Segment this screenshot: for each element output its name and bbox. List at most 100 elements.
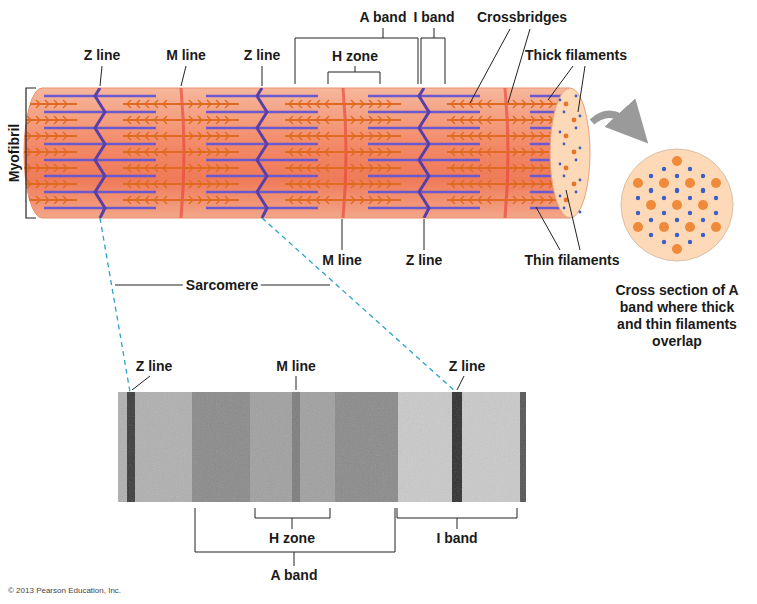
- thin-dot: [579, 179, 582, 182]
- thin-dot: [559, 99, 562, 102]
- thick-dot: [572, 182, 577, 187]
- thin-dot: [701, 189, 705, 193]
- crossbridge: [451, 180, 553, 188]
- crossbridge: [451, 196, 553, 204]
- myofibril-body: [24, 88, 570, 218]
- thick-dot: [711, 222, 721, 232]
- crossbridge: [127, 196, 229, 204]
- cross-section-dots: [633, 156, 721, 254]
- thin-dot: [563, 175, 566, 178]
- z-line-label: Z line: [84, 47, 121, 64]
- thin-dot: [675, 189, 679, 193]
- thin-filament: [368, 159, 480, 161]
- copyright-note: © 2013 Pearson Education, Inc.: [8, 586, 121, 596]
- thick-filament: [123, 135, 239, 137]
- crossbridge: [289, 180, 391, 188]
- a-band-label: A band: [360, 9, 407, 26]
- thick-dot: [672, 200, 682, 210]
- crossbridge: [289, 196, 391, 204]
- thin-filament: [368, 143, 480, 145]
- thick-filament: [123, 151, 239, 153]
- thin-dot: [559, 131, 562, 134]
- thin-dot: [675, 218, 679, 222]
- thin-filament: [530, 95, 642, 97]
- thin-filament: [368, 95, 480, 97]
- thin-filament: [368, 207, 480, 209]
- thin-dot: [563, 207, 566, 210]
- thin-filament: [206, 127, 318, 129]
- thick-dot: [711, 178, 721, 188]
- h-zone-label: H zone: [269, 530, 315, 547]
- sarcomere-label: Sarcomere: [183, 277, 261, 294]
- thin-dot: [636, 211, 640, 215]
- leader-lines: [100, 28, 585, 250]
- crossbridge: [127, 148, 229, 156]
- thin-dot: [662, 196, 666, 200]
- thick-dot: [672, 244, 682, 254]
- z-line-label: Z line: [406, 252, 443, 269]
- crossbridge: [127, 164, 229, 172]
- crossbridge: [289, 100, 391, 108]
- thick-dot: [564, 102, 569, 107]
- thin-filament: [206, 143, 318, 145]
- h-zone-label: H zone: [332, 48, 378, 65]
- thin-filament: [368, 127, 480, 129]
- i-band-label: I band: [436, 530, 477, 547]
- thick-filament: [285, 119, 401, 121]
- thin-dot: [675, 233, 679, 237]
- z-line-label: Z line: [136, 358, 173, 375]
- thin-dot: [675, 188, 679, 192]
- crossbridge: [451, 116, 553, 124]
- thin-dot: [563, 143, 566, 146]
- thin-dot: [579, 115, 582, 118]
- cross-section-label: Cross section of A band where thick and …: [609, 282, 745, 350]
- crossbridge: [451, 132, 553, 140]
- thick-dot: [685, 222, 695, 232]
- z-line: [257, 88, 267, 218]
- z-line-label: Z line: [244, 47, 281, 64]
- crossbridge: [127, 180, 229, 188]
- cross-section-arrow: [592, 114, 634, 128]
- thin-filament: [44, 111, 156, 113]
- thin-filament: [44, 175, 156, 177]
- thin-dot: [649, 174, 653, 178]
- thin-filament: [368, 191, 480, 193]
- thin-filament: [44, 207, 156, 209]
- thick-filament: [447, 183, 563, 185]
- thick-dot: [672, 156, 682, 166]
- thin-dot: [559, 163, 562, 166]
- crossbridge: [451, 148, 553, 156]
- crossbridge: [127, 100, 229, 108]
- i-band-label: I band: [413, 9, 454, 26]
- crossbridge: [127, 132, 229, 140]
- thick-filament: [123, 183, 239, 185]
- thin-dot: [662, 211, 666, 215]
- thick-dot: [572, 150, 577, 155]
- thin-dot: [662, 240, 666, 244]
- thin-dot: [701, 188, 705, 192]
- thick-filament: [447, 103, 563, 105]
- thick-filament: [447, 135, 563, 137]
- thin-dot: [675, 174, 679, 178]
- thin-filament: [206, 207, 318, 209]
- thin-filament: [44, 143, 156, 145]
- thin-dot: [563, 111, 566, 114]
- thin-filaments-label: Thin filaments: [525, 252, 620, 269]
- thin-dot: [575, 127, 578, 130]
- thin-filament: [44, 95, 156, 97]
- thin-filament: [44, 191, 156, 193]
- thin-dot: [649, 233, 653, 237]
- projection-lines: [100, 218, 456, 392]
- thick-filament: [447, 167, 563, 169]
- crossbridge: [451, 164, 553, 172]
- thick-filament: [123, 199, 239, 201]
- crossbridge: [127, 116, 229, 124]
- thick-dot: [659, 178, 669, 188]
- thin-dot: [575, 95, 578, 98]
- thick-dot: [646, 200, 656, 210]
- thin-dot: [579, 147, 582, 150]
- thick-filaments-label: Thick filaments: [525, 47, 627, 64]
- crossbridge: [0, 196, 67, 204]
- z-line-label: Z line: [449, 358, 486, 375]
